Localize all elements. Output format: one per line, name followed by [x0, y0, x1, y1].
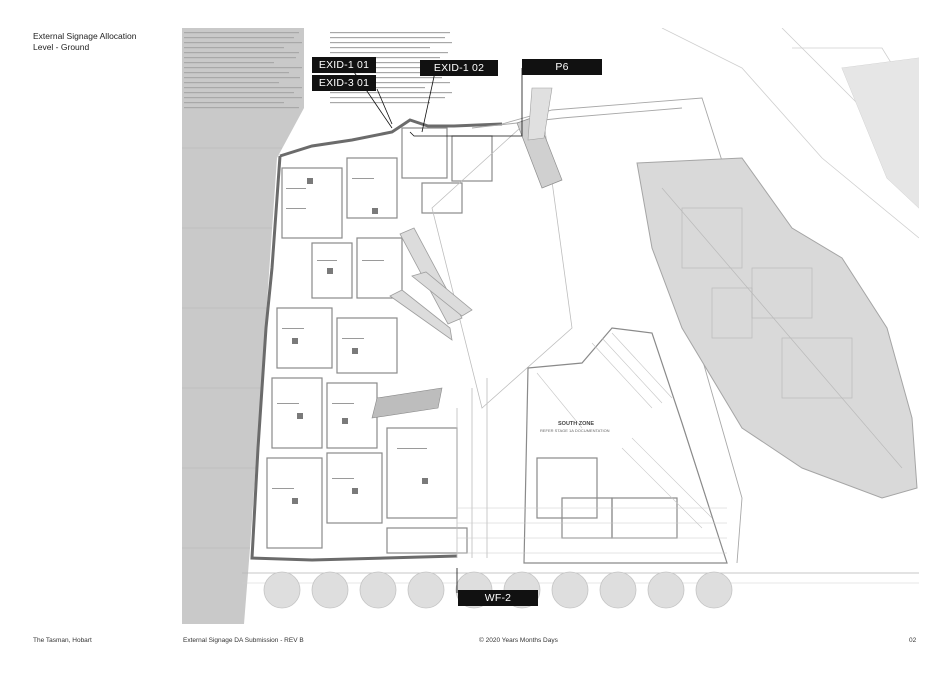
site-boundary-strip	[182, 28, 304, 624]
footer-copyright: © 2020 Years Months Days	[479, 637, 558, 644]
tag-exid-1-02: EXID-1 02	[420, 60, 498, 76]
adjacent-building	[636, 157, 918, 499]
title-line-1: External Signage Allocation	[33, 31, 137, 41]
footer-project: The Tasman, Hobart	[33, 637, 92, 644]
footer-submission: External Signage DA Submission - REV B	[183, 637, 304, 644]
page-title: External Signage Allocation Level - Grou…	[33, 31, 137, 53]
south-zone-note: REFER STAGE 1A DOCUMENTATION	[540, 428, 610, 433]
tag-exid-1-01: EXID-1 01	[312, 57, 376, 73]
title-line-2: Level - Ground	[33, 42, 90, 52]
footer-page-number: 02	[909, 637, 917, 644]
ground-floor-plan: SOUTH ZONE REFER STAGE 1A DOCUMENTATION	[182, 28, 919, 624]
south-zone-label: SOUTH ZONE	[558, 421, 594, 427]
tag-p6: P6	[522, 59, 602, 75]
tag-exid-3-01: EXID-3 01	[312, 75, 376, 91]
heritage-building	[250, 118, 503, 562]
tag-wf-2: WF-2	[458, 590, 538, 606]
